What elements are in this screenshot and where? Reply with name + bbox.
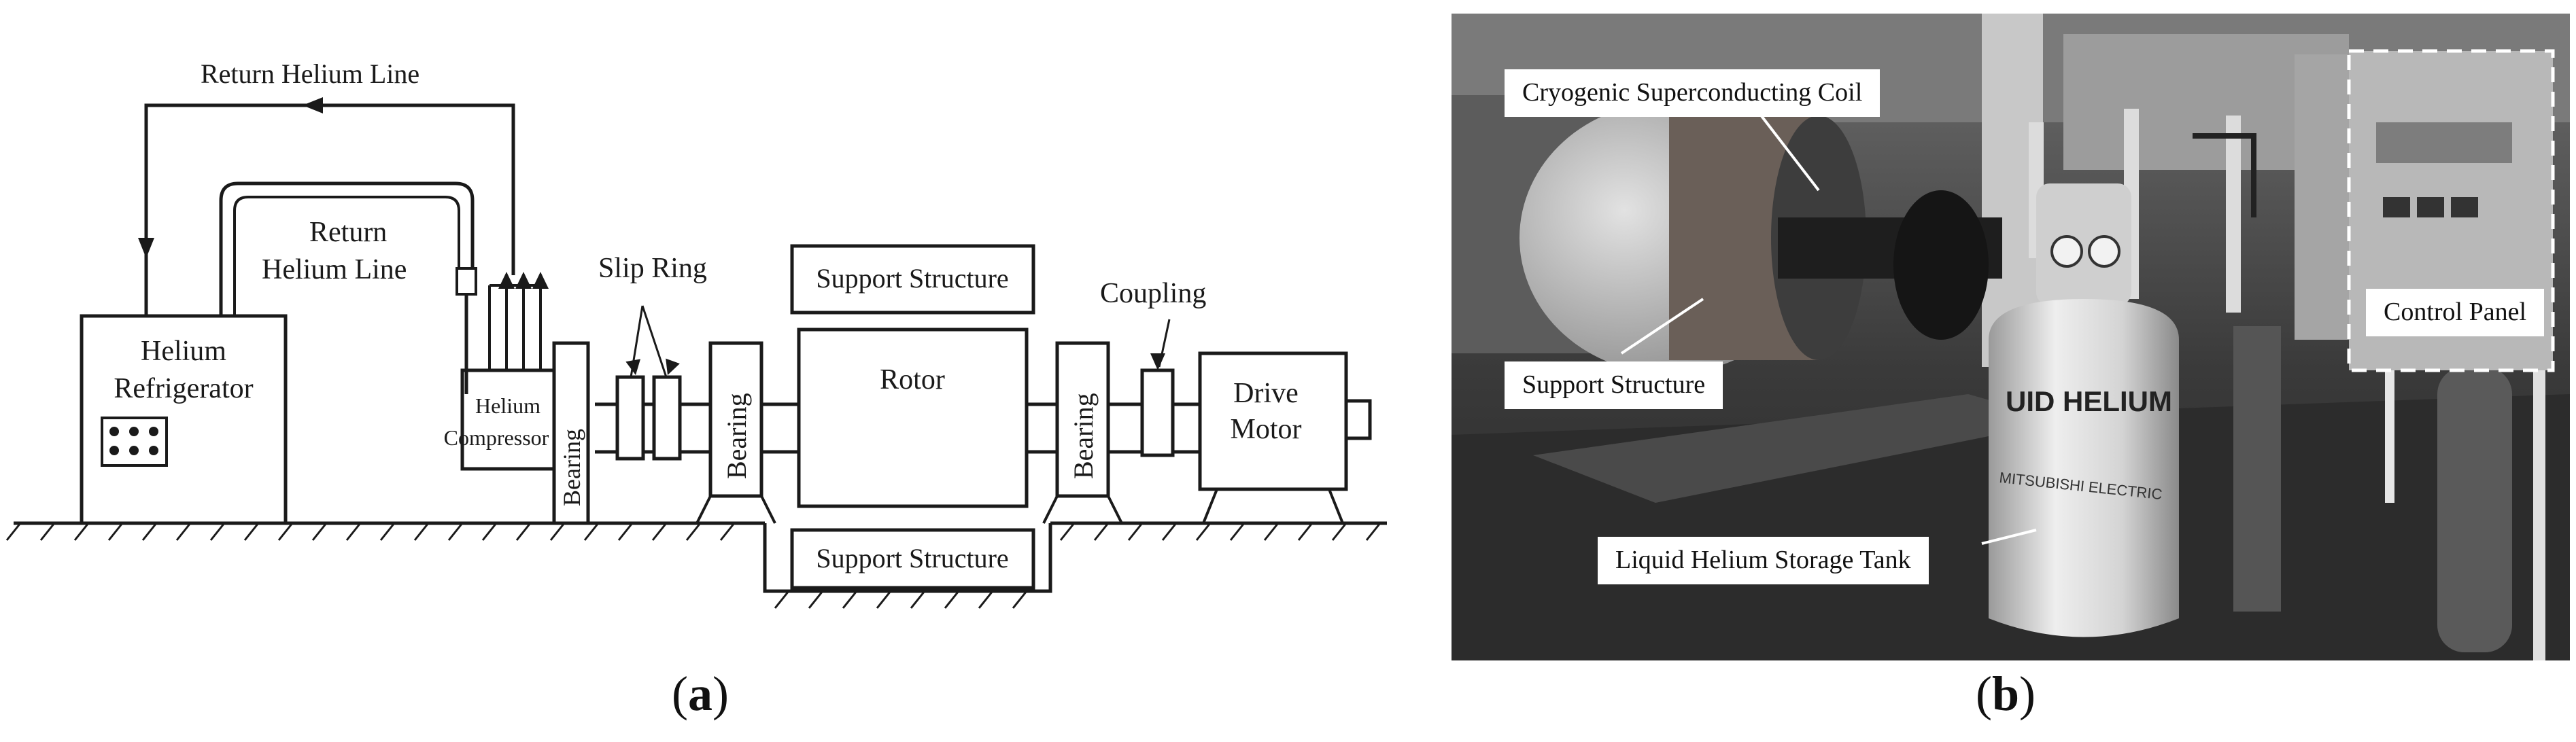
slip-ring-2 [652,375,682,461]
label-bearing-2: Bearing [721,393,752,479]
label-helium-tank: Liquid Helium Storage Tank [1598,537,1929,584]
support-structure-bottom-box [790,528,1035,590]
label-control-panel: Control Panel [2366,289,2545,336]
return-helium-line-inner-a [219,181,475,316]
label-refrigerator-1: Helium [141,336,226,367]
label-cryogenic-coil: Cryogenic Superconducting Coil [1505,69,1881,117]
label-refrigerator-2: Refrigerator [114,373,253,404]
panel-a-schematic: Return Helium Line Return Helium Line He… [0,0,1401,639]
pipe-fitting [456,267,477,296]
label-compressor-2: Compressor [444,425,549,450]
return-helium-line-inner-b [233,196,460,316]
flow-arrow-down [138,238,154,258]
ground-hatching [5,523,1381,609]
helium-refrigerator-box [80,314,288,525]
return-helium-line-outer [144,103,515,316]
label-support-bottom: Support Structure [816,543,1008,573]
tank-valve-head [2036,183,2131,306]
helium-compressor-box [460,368,556,471]
label-support-structure: Support Structure [1505,361,1723,409]
caption-a: (a) [672,667,729,721]
label-drive-motor-1: Drive [1233,378,1299,409]
label-support-top: Support Structure [816,263,1008,294]
panel-b-photo: UID HELIUM MITSUBISHI ELECTRIC Cryogenic… [1452,14,2570,660]
label-bearing-3: Bearing [1068,393,1099,479]
label-return-helium-line-top: Return Helium Line [201,58,419,89]
label-drive-motor-2: Motor [1231,414,1302,445]
control-panel-highlight [2347,49,2555,372]
flow-arrow-top [303,97,323,113]
label-slip-ring: Slip Ring [598,253,707,284]
label-compressor-1: Helium [475,393,540,418]
bearing-3 [1055,341,1110,498]
refrigerator-control-panel [101,417,168,467]
schematic-diagram: Return Helium Line Return Helium Line He… [5,58,1387,609]
label-return-inner-1: Return [309,217,387,248]
slip-ring-1 [615,375,645,461]
caption-b: (b) [1975,667,2036,721]
tank-brand-text: UID HELIUM [2006,385,2172,417]
support-structure-top-box [790,244,1035,315]
label-rotor: Rotor [880,364,945,395]
drive-motor-box [1198,351,1348,491]
bearing-1 [552,341,590,525]
bearing-2 [708,341,763,498]
liquid-helium-tank [1989,299,2179,637]
label-return-inner-2: Helium Line [262,254,407,285]
rotor-box [797,328,1029,508]
label-bearing-1: Bearing [558,429,585,506]
ground-pit [763,523,1052,593]
label-coupling: Coupling [1100,278,1206,309]
coupling [1140,368,1175,457]
